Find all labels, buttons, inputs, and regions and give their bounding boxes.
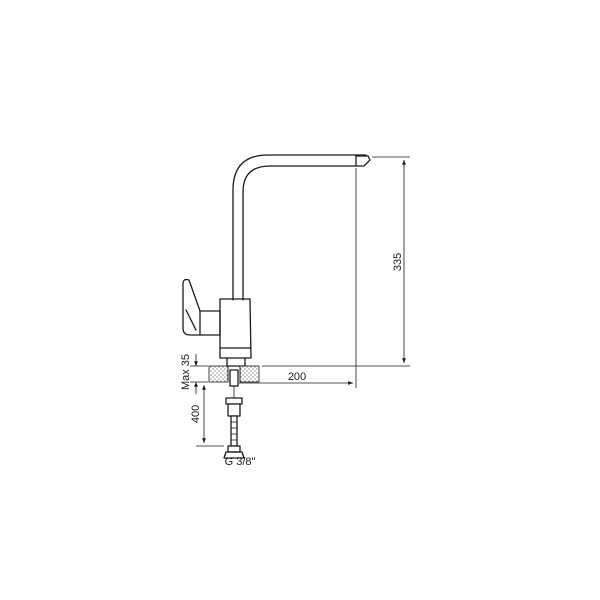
- mounting-assembly: [223, 369, 245, 459]
- thread-label: G 3/8": [225, 456, 256, 468]
- deck-thickness-dimension: Max 35: [180, 354, 208, 394]
- max-deck-label: Max 35: [180, 354, 192, 390]
- height-label: 335: [392, 253, 404, 271]
- countertop-section: [208, 365, 260, 383]
- hose-length-dimension: 400: [190, 385, 224, 447]
- spout: [232, 154, 371, 301]
- height-dimension: 335: [262, 156, 410, 367]
- hose-length-label: 400: [190, 405, 202, 423]
- faucet-body: [219, 298, 252, 367]
- reach-dimension: 200: [239, 168, 357, 388]
- reach-label: 200: [288, 371, 306, 383]
- lever-handle: [182, 278, 221, 336]
